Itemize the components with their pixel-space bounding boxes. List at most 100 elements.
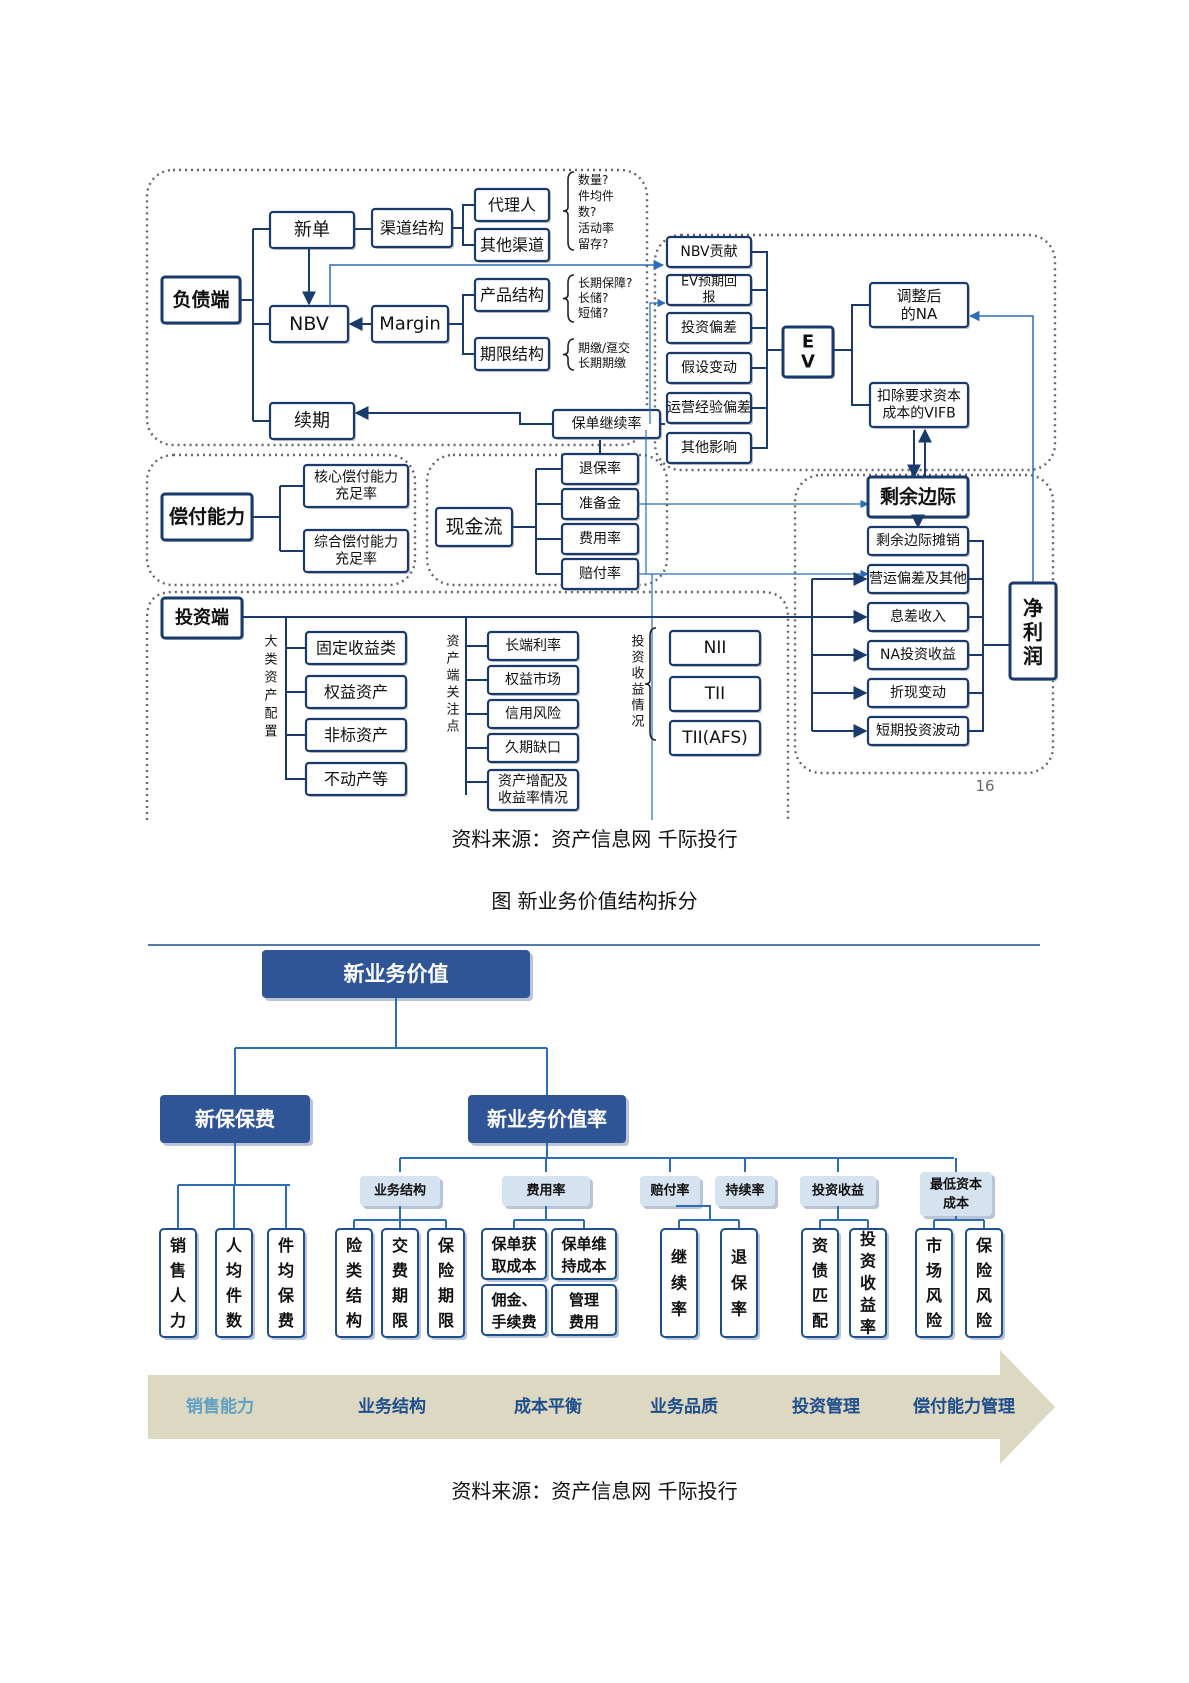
net-profit-char: 润 [1023, 644, 1043, 668]
capital-leaf-0 [915, 1228, 953, 1338]
arrow-label-4: 投资管理 [792, 1396, 860, 1417]
ev-item-box-0-label: NBV贡献 [680, 244, 737, 260]
na-adjusted-box-label: 调整后 [896, 287, 941, 305]
comp-solvency-box-label: 充足率 [335, 550, 377, 567]
capital-leaf-0-char: 市 [926, 1236, 942, 1255]
nbv-decomposition-diagram: 新业务价值新保保费新业务价值率销售人力人均件数件均保费业务结构费用率赔付率持续率… [148, 944, 1055, 1464]
return-item-box-1-label: TII [704, 684, 725, 704]
persistency-box-label: 保单继续率 [572, 415, 642, 432]
ev-letter-v: V [801, 352, 815, 373]
persistency-to-renewal [354, 406, 553, 425]
premium-leaf-2-char: 保 [277, 1286, 295, 1305]
rate-group-box-2 [640, 1176, 700, 1206]
alloc-label-char: 大 [264, 635, 277, 650]
rate-group-box-0-label: 业务结构 [374, 1183, 426, 1199]
comp-solvency-box-label: 综合偿付能力 [314, 535, 398, 551]
cost-leaf-0-label: 取成本 [491, 1257, 536, 1275]
capital-leaf-0-char: 场 [926, 1261, 942, 1280]
alloc-label-char: 类 [264, 653, 277, 668]
product-structure-box-label: 产品结构 [480, 286, 544, 305]
persist-leaf-1-char: 率 [731, 1300, 747, 1319]
premium-leaf-0-char: 人 [170, 1286, 187, 1305]
cashflow-item-box-2-label: 费用率 [579, 530, 621, 547]
alloc-item-box-2-label: 非标资产 [324, 726, 388, 745]
struct-leaf-2-char: 限 [438, 1311, 455, 1330]
focus-item-box-3-label: 久期缺口 [505, 740, 561, 756]
premium-leaf-2-char: 件 [278, 1236, 294, 1255]
return-label-char: 收 [631, 667, 644, 682]
capital-leaf-0-char: 险 [926, 1311, 943, 1330]
nbv-rate-box [468, 1095, 626, 1143]
premium-leaf-2-char: 费 [278, 1311, 294, 1330]
alloc-item-box-1-label: 权益资产 [324, 683, 388, 702]
nbv-to-ev [329, 259, 665, 306]
ev-to-na [833, 304, 870, 351]
net-profit-to-na [968, 310, 1034, 585]
return-item-box-1 [668, 675, 762, 713]
nbv-rate-box-label: 新业务价值率 [487, 1107, 607, 1131]
liability-region [145, 168, 649, 447]
rate-group-box-1-label: 费用率 [526, 1183, 565, 1199]
invest-leaf-0-char: 债 [812, 1261, 828, 1280]
solvency-region [145, 453, 417, 587]
ev-item-box-3-label: 假设变动 [681, 360, 737, 376]
agent-box-label: 代理人 [488, 196, 536, 215]
renewal-box-label: 续期 [294, 411, 330, 432]
struct-leaf-0-char: 构 [346, 1311, 362, 1330]
agent-note-text: 留存? [578, 237, 608, 251]
capital-leaf-0-char: 风 [926, 1286, 942, 1305]
premium-leaf-0 [159, 1228, 197, 1338]
focus-label-char: 注 [446, 703, 459, 718]
product-notes-brace [562, 274, 575, 323]
persist-up-link [649, 298, 666, 424]
capital-leaf-1 [965, 1228, 1003, 1338]
rate-group-box-3-label: 持续率 [725, 1183, 764, 1199]
focus-item-box-4-label: 资产增配及 [498, 774, 568, 790]
return-brace [644, 627, 657, 741]
core-solvency-box-label: 充足率 [335, 485, 377, 502]
persist-leaf-1-char: 退 [731, 1248, 747, 1267]
focus-label-char: 端 [446, 669, 459, 684]
invest-leaf-1-char: 益 [860, 1296, 876, 1315]
root-nbv-box [262, 950, 530, 998]
margin-to-term [462, 324, 475, 355]
source-caption-1: 资料来源：资产信息网 千际投行 [451, 827, 738, 851]
margin-box-label: Margin [379, 314, 440, 335]
alloc-label-char: 配 [264, 707, 277, 722]
ev-items-bracket [751, 251, 768, 449]
ev-item-box-1-label: 报 [702, 290, 715, 305]
agent-note-text: 数? [578, 204, 596, 219]
return-label-char: 情 [631, 699, 644, 714]
ev-region [653, 233, 1057, 472]
rate-group-box-2-label: 赔付率 [649, 1183, 689, 1199]
return-item-box-0-label: NII [704, 638, 727, 658]
capital-leaf-1-char: 保 [975, 1236, 993, 1255]
root-nbv-box-label: 新业务价值 [344, 962, 449, 986]
margin-item-box-2-label: 息差收入 [890, 608, 946, 625]
ev-item-box-5-label: 其他影响 [681, 440, 737, 456]
persist-leaf-0-char: 继 [671, 1248, 687, 1267]
cost-leaf-1-label: 保单维 [560, 1235, 606, 1253]
ev-item-box-2-label: 投资偏差 [681, 320, 737, 336]
invest-leaf-1 [849, 1228, 887, 1338]
cashflow-item-box-0-label: 退保率 [579, 460, 621, 477]
arrow-label-3: 业务品质 [650, 1396, 718, 1417]
vifb-box [868, 381, 970, 429]
cost-leaf-3-label: 管理 [569, 1291, 599, 1309]
invest-leaf-0-char: 匹 [812, 1286, 828, 1305]
persist-leaf-0-char: 率 [671, 1300, 687, 1319]
return-label-char: 况 [631, 715, 644, 730]
nbv-box-label: NBV [289, 313, 329, 335]
rate-group-box-3 [715, 1176, 775, 1206]
margin-to-product [448, 294, 475, 325]
new-premium-box-label: 新保保费 [195, 1107, 275, 1131]
capital-leaf-1-char: 险 [976, 1261, 993, 1280]
return-label-char: 益 [631, 683, 644, 698]
invest-leaf-1-char: 投 [860, 1230, 876, 1249]
struct-leaf-1-char: 费 [392, 1261, 408, 1280]
investment-title-box-label: 投资端 [175, 607, 229, 629]
margin-item-box-4-label: 折现变动 [890, 685, 946, 701]
premium-leaf-2-char: 均 [278, 1261, 294, 1280]
agent-note-text: 件均件 [578, 189, 614, 203]
margin-item-box-5-label: 短期投资波动 [876, 723, 960, 739]
